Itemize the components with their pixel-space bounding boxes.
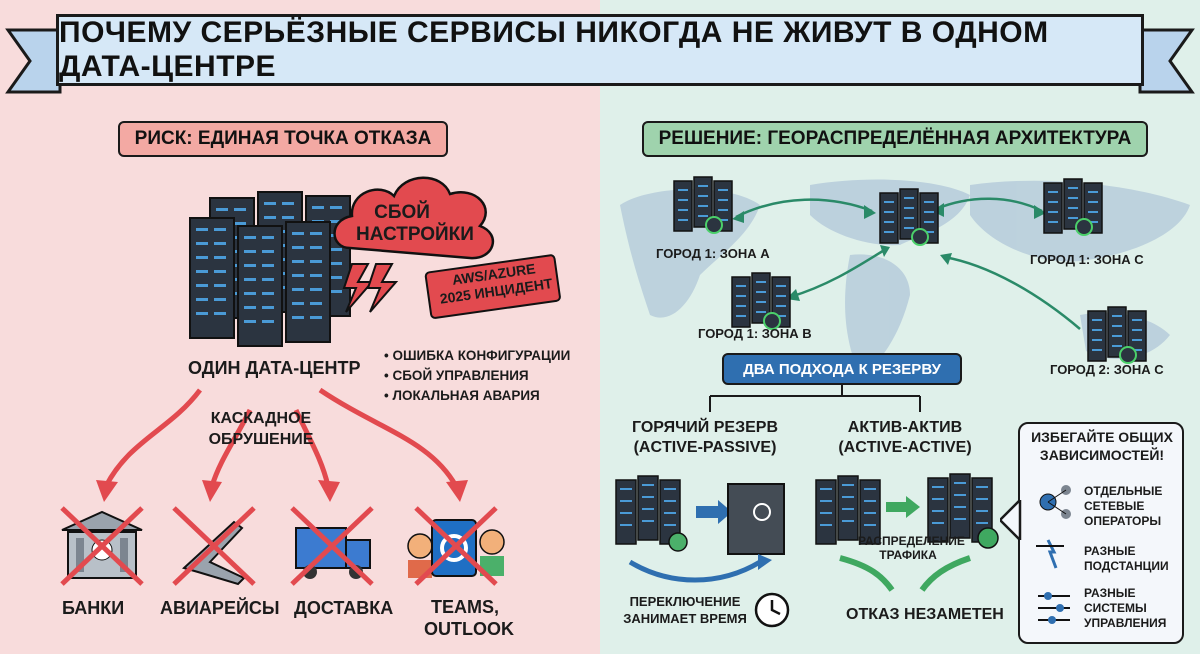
service-teams-outlook: TEAMS,OUTLOOK (424, 597, 514, 639)
service-delivery: ДОСТАВКА (294, 598, 394, 618)
clock-icon (754, 592, 790, 628)
unnoticed-label: ОТКАЗ НЕЗАМЕТЕН (846, 606, 1004, 623)
cascade-arrows (96, 387, 468, 502)
page-title: ПОЧЕМУ СЕРЬЁЗНЫЕ СЕРВИСЫ НИКОГДА НЕ ЖИВУ… (56, 14, 1144, 86)
solution-header: РЕШЕНИЕ: ГЕОРАСПРЕДЕЛЁННАЯ АРХИТЕКТУРА (642, 121, 1148, 157)
active-active-label: АКТИВ-АКТИВ(ACTIVE-ACTIVE) (838, 419, 972, 456)
city-1-zone-c: ГОРОД 1: ЗОНА C (1030, 252, 1144, 267)
service-banks: БАНКИ (62, 598, 125, 618)
city-2-zone-c: ГОРОД 2: ЗОНА C (1050, 362, 1164, 377)
geo-map (620, 165, 1190, 375)
redundancy-illustration (615, 473, 999, 592)
callout-pointer (1000, 500, 1022, 540)
affected-services-icons (60, 506, 505, 586)
dependency-icons (1036, 485, 1071, 624)
approaches-connector (709, 384, 921, 412)
banner-ribbon (5, 28, 1195, 94)
approaches-tag: ДВА ПОДХОДА К РЕЗЕРВУ (722, 353, 962, 385)
datacenter-label: ОДИН ДАТА-ЦЕНТР (188, 358, 361, 378)
risk-header: РИСК: ЕДИНАЯ ТОЧКА ОТКАЗА (118, 121, 448, 157)
city-1-zone-b: ГОРОД 1: ЗОНА B (698, 326, 812, 341)
service-flights: АВИАРЕЙСЫ (160, 598, 280, 618)
single-datacenter-illustration (189, 176, 561, 347)
hot-standby-label: ГОРЯЧИЙ РЕЗЕРВ(ACTIVE-PASSIVE) (631, 419, 779, 456)
city-1-zone-a: ГОРОД 1: ЗОНА A (656, 246, 770, 261)
failure-causes: ОШИБКА КОНФИГУРАЦИИСБОЙ УПРАВЛЕНИЯЛОКАЛЬ… (384, 346, 570, 406)
